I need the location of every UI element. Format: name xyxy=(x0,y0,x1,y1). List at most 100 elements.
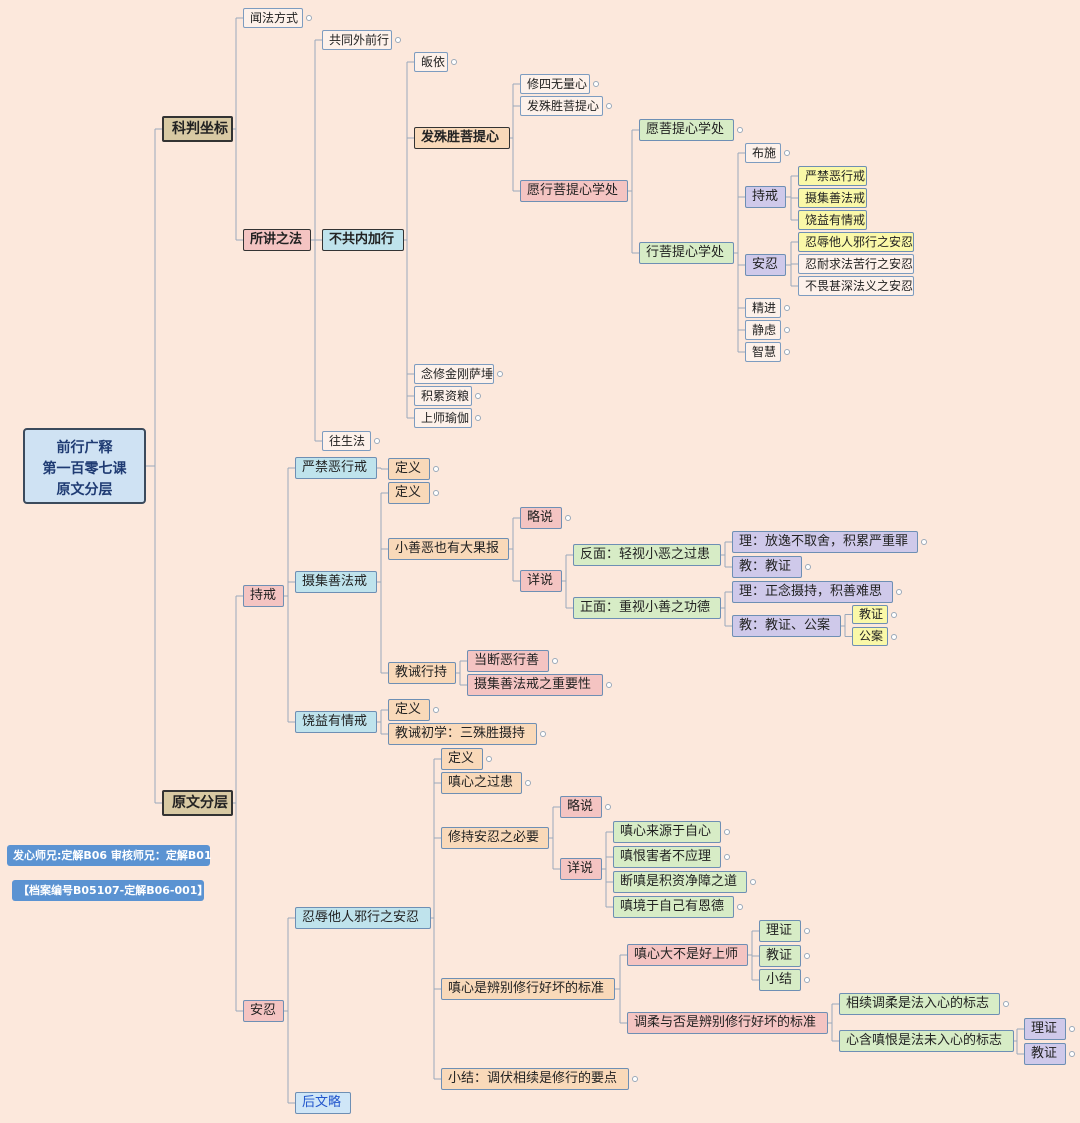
collapse-toggle-icon[interactable] xyxy=(552,658,558,664)
node-anren[interactable]: 安忍 xyxy=(745,254,786,276)
collapse-toggle-icon[interactable] xyxy=(395,37,401,43)
node-ssyj[interactable]: 上师瑜伽 xyxy=(414,408,472,428)
collapse-toggle-icon[interactable] xyxy=(525,780,531,786)
node-cxzgh[interactable]: 嗔心之过患 xyxy=(441,772,522,794)
node-trsf[interactable]: 调柔与否是辨别修行好坏的标准 xyxy=(627,1012,828,1034)
collapse-toggle-icon[interactable] xyxy=(750,879,756,885)
node-jjxc[interactable]: 教诫行持 xyxy=(388,662,456,684)
collapse-toggle-icon[interactable] xyxy=(737,904,743,910)
collapse-toggle-icon[interactable] xyxy=(451,59,457,65)
collapse-toggle-icon[interactable] xyxy=(804,953,810,959)
node-yptxxc[interactable]: 愿菩提心学处 xyxy=(639,119,734,141)
node-nxjg[interactable]: 念修金刚萨埵 xyxy=(414,364,494,384)
node-dy2[interactable]: 定义 xyxy=(388,482,430,504)
node-rrtr[interactable]: 忍辱他人邪行之安忍 xyxy=(798,232,914,252)
collapse-toggle-icon[interactable] xyxy=(805,564,811,570)
node-ryyqj2[interactable]: 饶益有情戒 xyxy=(295,711,377,733)
node-bgnjx[interactable]: 不共内加行 xyxy=(322,229,404,251)
node-xswlx[interactable]: 修四无量心 xyxy=(520,74,590,94)
node-jinglv[interactable]: 静虑 xyxy=(745,320,781,340)
node-guiyi[interactable]: 皈依 xyxy=(414,52,448,72)
collapse-toggle-icon[interactable] xyxy=(606,103,612,109)
collapse-toggle-icon[interactable] xyxy=(804,928,810,934)
collapse-toggle-icon[interactable] xyxy=(1003,1001,1009,1007)
node-ddexs[interactable]: 当断恶行善 xyxy=(467,650,549,672)
node-lueshuo2[interactable]: 略说 xyxy=(560,796,602,818)
node-wffs[interactable]: 闻法方式 xyxy=(243,8,303,28)
node-zhihui[interactable]: 智慧 xyxy=(745,342,781,362)
node-ryyqj[interactable]: 饶益有情戒 xyxy=(798,210,867,230)
node-sjsfj[interactable]: 摄集善法戒 xyxy=(798,188,867,208)
node-jlzl[interactable]: 积累资粮 xyxy=(414,386,472,406)
node-hwl[interactable]: 后文略 xyxy=(295,1092,351,1114)
node-lizheng2[interactable]: 理证 xyxy=(1024,1018,1066,1040)
node-jjcx[interactable]: 教诫初学：三殊胜摄持 xyxy=(388,723,537,745)
node-lueshuo[interactable]: 略说 xyxy=(520,507,562,529)
collapse-toggle-icon[interactable] xyxy=(374,438,380,444)
node-gtwqx[interactable]: 共同外前行 xyxy=(322,30,392,50)
collapse-toggle-icon[interactable] xyxy=(891,633,897,640)
collapse-toggle-icon[interactable] xyxy=(497,371,503,377)
node-cxly[interactable]: 嗔心来源于自心 xyxy=(613,821,721,843)
node-xptxxc[interactable]: 行菩提心学处 xyxy=(639,242,734,264)
collapse-toggle-icon[interactable] xyxy=(891,611,897,618)
node-jiaozheng1[interactable]: 教证 xyxy=(852,605,888,624)
collapse-toggle-icon[interactable] xyxy=(605,804,611,810)
collapse-toggle-icon[interactable] xyxy=(593,81,599,87)
node-dy3[interactable]: 定义 xyxy=(388,699,430,721)
node-sjsfj2[interactable]: 摄集善法戒 xyxy=(295,571,377,593)
node-jiao2[interactable]: 教：教证、公案 xyxy=(732,615,841,637)
node-dcsj[interactable]: 断嗔是积资净障之道 xyxy=(613,871,747,893)
node-zhengmian[interactable]: 正面：重视小善之功德 xyxy=(573,597,721,619)
node-dy1[interactable]: 定义 xyxy=(388,458,430,480)
collapse-toggle-icon[interactable] xyxy=(606,682,612,688)
node-xiaojie1[interactable]: 小结：调伏相续是修行的要点 xyxy=(441,1068,629,1090)
node-wsf[interactable]: 往生法 xyxy=(322,431,371,451)
node-fsstx[interactable]: 发殊胜菩提心 xyxy=(414,127,510,149)
node-xsey[interactable]: 小善恶也有大果报 xyxy=(388,538,509,560)
node-jiaozheng3[interactable]: 教证 xyxy=(1024,1043,1066,1065)
node-dy4[interactable]: 定义 xyxy=(441,748,483,770)
node-cjyz[interactable]: 嗔境于自己有恩德 xyxy=(613,896,734,918)
node-yjexj2[interactable]: 严禁恶行戒 xyxy=(295,457,377,479)
root-topic[interactable]: 前行广释 第一百零七课 原文分层 xyxy=(23,428,146,504)
collapse-toggle-icon[interactable] xyxy=(737,127,743,133)
collapse-toggle-icon[interactable] xyxy=(306,15,312,21)
collapse-toggle-icon[interactable] xyxy=(1069,1051,1075,1057)
collapse-toggle-icon[interactable] xyxy=(475,393,481,399)
node-bushi[interactable]: 布施 xyxy=(745,143,781,163)
node-jiao1[interactable]: 教：教证 xyxy=(732,556,802,578)
node-kpzb[interactable]: 科判坐标 xyxy=(162,116,233,142)
collapse-toggle-icon[interactable] xyxy=(486,756,492,762)
node-sjzf[interactable]: 所讲之法 xyxy=(243,229,311,251)
node-xcarbyy[interactable]: 修持安忍之必要 xyxy=(441,827,549,849)
collapse-toggle-icon[interactable] xyxy=(921,539,927,545)
node-yxptxxc[interactable]: 愿行菩提心学处 xyxy=(520,180,628,202)
node-chijie[interactable]: 持戒 xyxy=(745,186,786,208)
node-bwss[interactable]: 不畏甚深法义之安忍 xyxy=(798,276,914,296)
node-rnqf[interactable]: 忍耐求法苦行之安忍 xyxy=(798,254,914,274)
node-cxsbb[interactable]: 嗔心是辨别修行好坏的标准 xyxy=(441,978,615,1000)
node-li1[interactable]: 理：放逸不取舍，积累严重罪 xyxy=(732,531,918,553)
node-anren2[interactable]: 安忍 xyxy=(243,1000,284,1022)
node-chhz[interactable]: 嗔恨害者不应理 xyxy=(613,846,721,868)
collapse-toggle-icon[interactable] xyxy=(632,1076,638,1082)
node-ywfc[interactable]: 原文分层 xyxy=(162,790,233,816)
collapse-toggle-icon[interactable] xyxy=(565,515,571,521)
node-xiangshuo2[interactable]: 详说 xyxy=(560,858,602,880)
node-jiaozheng2[interactable]: 教证 xyxy=(759,945,801,967)
collapse-toggle-icon[interactable] xyxy=(784,327,790,333)
node-fsstx2[interactable]: 发殊胜菩提心 xyxy=(520,96,603,116)
collapse-toggle-icon[interactable] xyxy=(896,589,902,595)
node-lizheng1[interactable]: 理证 xyxy=(759,920,801,942)
node-rrtr2[interactable]: 忍辱他人邪行之安忍 xyxy=(295,907,431,929)
node-gongan1[interactable]: 公案 xyxy=(852,627,888,646)
collapse-toggle-icon[interactable] xyxy=(804,977,810,983)
collapse-toggle-icon[interactable] xyxy=(540,731,546,737)
collapse-toggle-icon[interactable] xyxy=(433,490,439,496)
node-li2[interactable]: 理：正念摄持，积善难思 xyxy=(732,581,893,603)
collapse-toggle-icon[interactable] xyxy=(433,707,439,713)
collapse-toggle-icon[interactable] xyxy=(724,829,730,835)
node-xiangshuo[interactable]: 详说 xyxy=(520,570,562,592)
node-sjsfzy[interactable]: 摄集善法戒之重要性 xyxy=(467,674,603,696)
